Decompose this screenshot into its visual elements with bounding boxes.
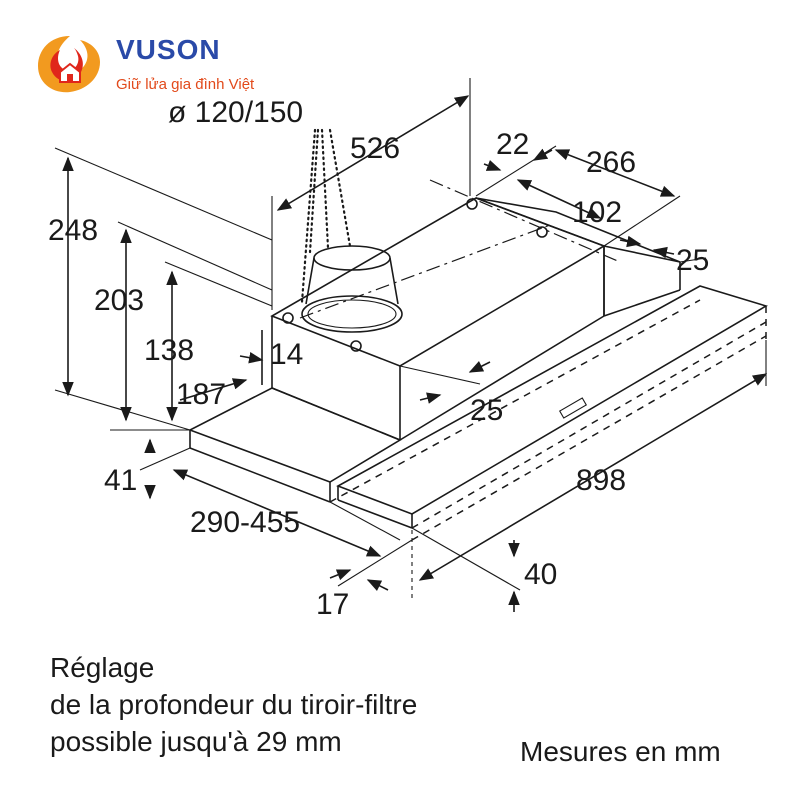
dim-14-label: 14	[270, 338, 303, 371]
note-line-3: possible jusqu'à 29 mm	[50, 726, 342, 757]
dim-17-label: 17	[316, 588, 349, 621]
brand-name: VUSON	[116, 34, 221, 65]
dim-290-455-label: 290-455	[190, 506, 300, 539]
units-note: Mesures en mm	[520, 736, 721, 767]
dim-266-label: 266	[586, 146, 636, 179]
brand-logo: VUSON Giữ lửa gia đình Việt	[30, 28, 290, 98]
dim-138-label: 138	[144, 334, 194, 367]
vuson-logo-icon	[38, 36, 100, 93]
dim-203-label: 203	[94, 284, 144, 317]
dim-41-label: 41	[104, 464, 137, 497]
dim-248-label: 248	[48, 214, 98, 247]
note-line-1: Réglage	[50, 652, 155, 683]
dimension-labels: ø 120/150 526 22 266 102 25 248 203 138 …	[48, 96, 709, 621]
dim-526-label: 526	[350, 132, 400, 165]
brand-tagline: Giữ lửa gia đình Việt	[116, 76, 255, 93]
duct-diameter-label: ø 120/150	[168, 96, 303, 129]
dim-25-right-label: 25	[676, 244, 709, 277]
dim-22-label: 22	[496, 128, 529, 161]
dimension-lines	[54, 78, 768, 612]
dim-898-label: 898	[576, 464, 626, 497]
dim-102-label: 102	[572, 196, 622, 229]
dim-25-front-label: 25	[470, 394, 503, 427]
dim-187-label: 187	[176, 378, 226, 411]
dim-40-label: 40	[524, 558, 557, 591]
note-line-2: de la profondeur du tiroir-filtre	[50, 689, 418, 720]
